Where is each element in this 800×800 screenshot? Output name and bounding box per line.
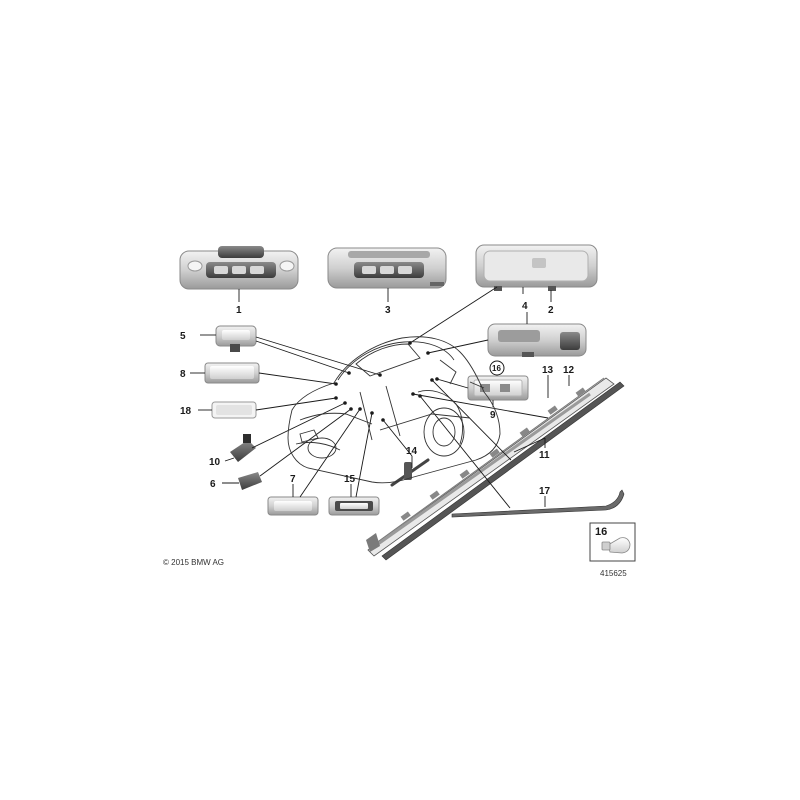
callout-13: 13	[542, 365, 554, 376]
part-15-light	[328, 496, 380, 516]
door-trim-light-strips	[366, 377, 625, 561]
callout-9: 9	[490, 410, 496, 421]
callout-16-badge-circle	[489, 360, 505, 376]
callout-2: 2	[548, 305, 554, 316]
callout-4: 4	[522, 301, 528, 312]
callout-3: 3	[385, 305, 391, 316]
part-4-rear-reading-light	[487, 323, 587, 357]
callout-5: 5	[180, 331, 186, 342]
callout-17: 17	[539, 486, 551, 497]
callout-14: 14	[406, 446, 418, 457]
part-7-light	[267, 496, 319, 516]
callout-8: 8	[180, 369, 186, 380]
callout-labels: 1 2 3 4 5 8 18 10 6 7 15 14 9 16 13 12 1…	[180, 301, 607, 538]
callout-11: 11	[539, 450, 550, 461]
part-10-connector	[230, 434, 256, 462]
callout-7: 7	[290, 474, 296, 485]
callout-1: 1	[236, 305, 242, 316]
part-9-light-module	[467, 375, 529, 401]
car-outline	[287, 336, 501, 484]
part-16-bulb-box	[589, 522, 636, 562]
callout-18: 18	[180, 406, 192, 417]
callout-12: 12	[563, 365, 575, 376]
copyright-text: © 2015 BMW AG	[163, 558, 224, 567]
part-18-light	[211, 401, 257, 419]
callout-15: 15	[344, 474, 356, 485]
diagram-number: 415625	[600, 569, 627, 578]
mounting-points	[334, 341, 439, 422]
part-3-interior-light-module	[327, 247, 447, 289]
part-6-connector	[238, 472, 262, 490]
part-1-front-interior-light	[179, 246, 299, 290]
part-2-rear-interior-light	[475, 244, 598, 291]
callout-10: 10	[209, 457, 221, 468]
callout-16-badge: 16	[492, 364, 501, 373]
callout-6: 6	[210, 479, 216, 490]
callout-16: 16	[595, 526, 607, 538]
part-17-light-strip	[451, 489, 625, 518]
part-8-light	[204, 362, 260, 384]
part-5-light	[215, 325, 257, 352]
